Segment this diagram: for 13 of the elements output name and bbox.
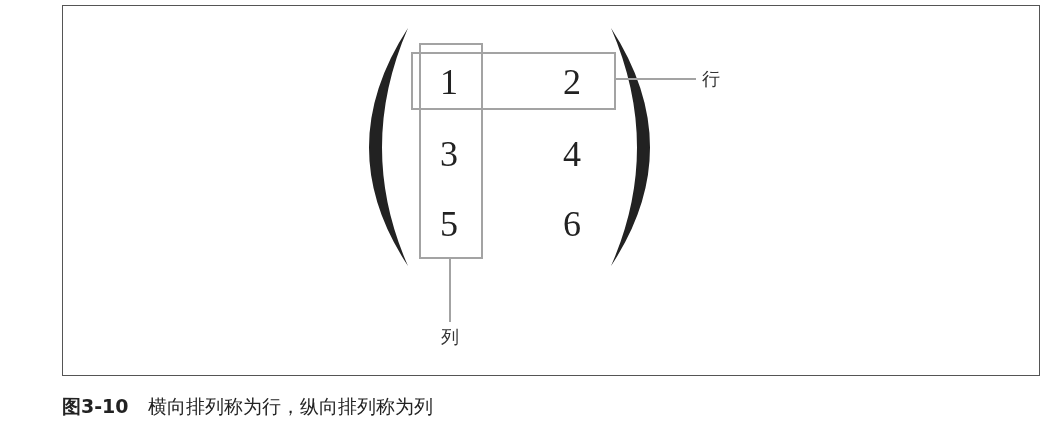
matrix-entry: 2 — [563, 64, 581, 100]
annotation-label: 行 — [702, 70, 720, 88]
highlight-box — [411, 52, 616, 110]
matrix-entry: 6 — [563, 206, 581, 242]
matrix-entry: 4 — [563, 136, 581, 172]
highlight-box — [419, 43, 483, 259]
leader-line — [615, 78, 697, 80]
matrix-entry: 1 — [440, 64, 458, 100]
matrix-entry: 5 — [440, 206, 458, 242]
leader-line — [449, 258, 451, 323]
matrix-entry: 3 — [440, 136, 458, 172]
annotation-label: 列 — [441, 328, 459, 346]
figure-caption: 图3-10 横向排列称为行，纵向排列称为列 — [62, 394, 433, 419]
